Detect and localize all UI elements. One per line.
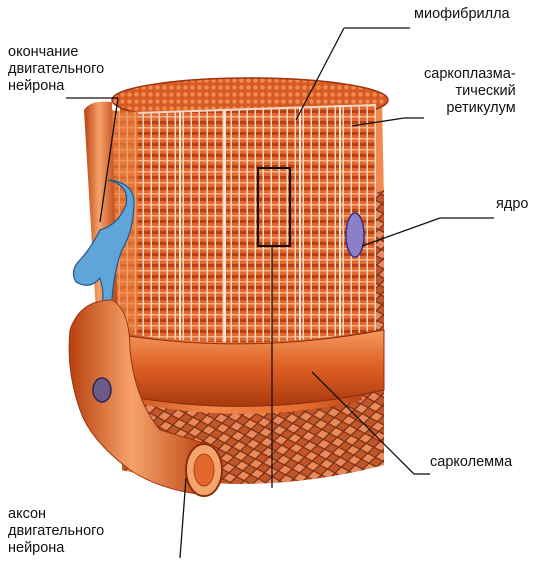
label-sarcolemma: сарколемма bbox=[430, 454, 512, 471]
axon-nucleus bbox=[93, 378, 111, 402]
label-sarcoplasmic-reticulum: саркоплазма- тический ретикулум bbox=[424, 66, 516, 117]
label-nucleus: ядро bbox=[496, 196, 528, 213]
myofibril-cutaway bbox=[130, 100, 380, 360]
label-nerve-ending: окончание двигательного нейрона bbox=[8, 44, 104, 95]
label-myofibril: миофибрилла bbox=[414, 6, 510, 23]
nucleus bbox=[346, 213, 364, 257]
label-axon: аксон двигательного нейрона bbox=[8, 506, 104, 557]
